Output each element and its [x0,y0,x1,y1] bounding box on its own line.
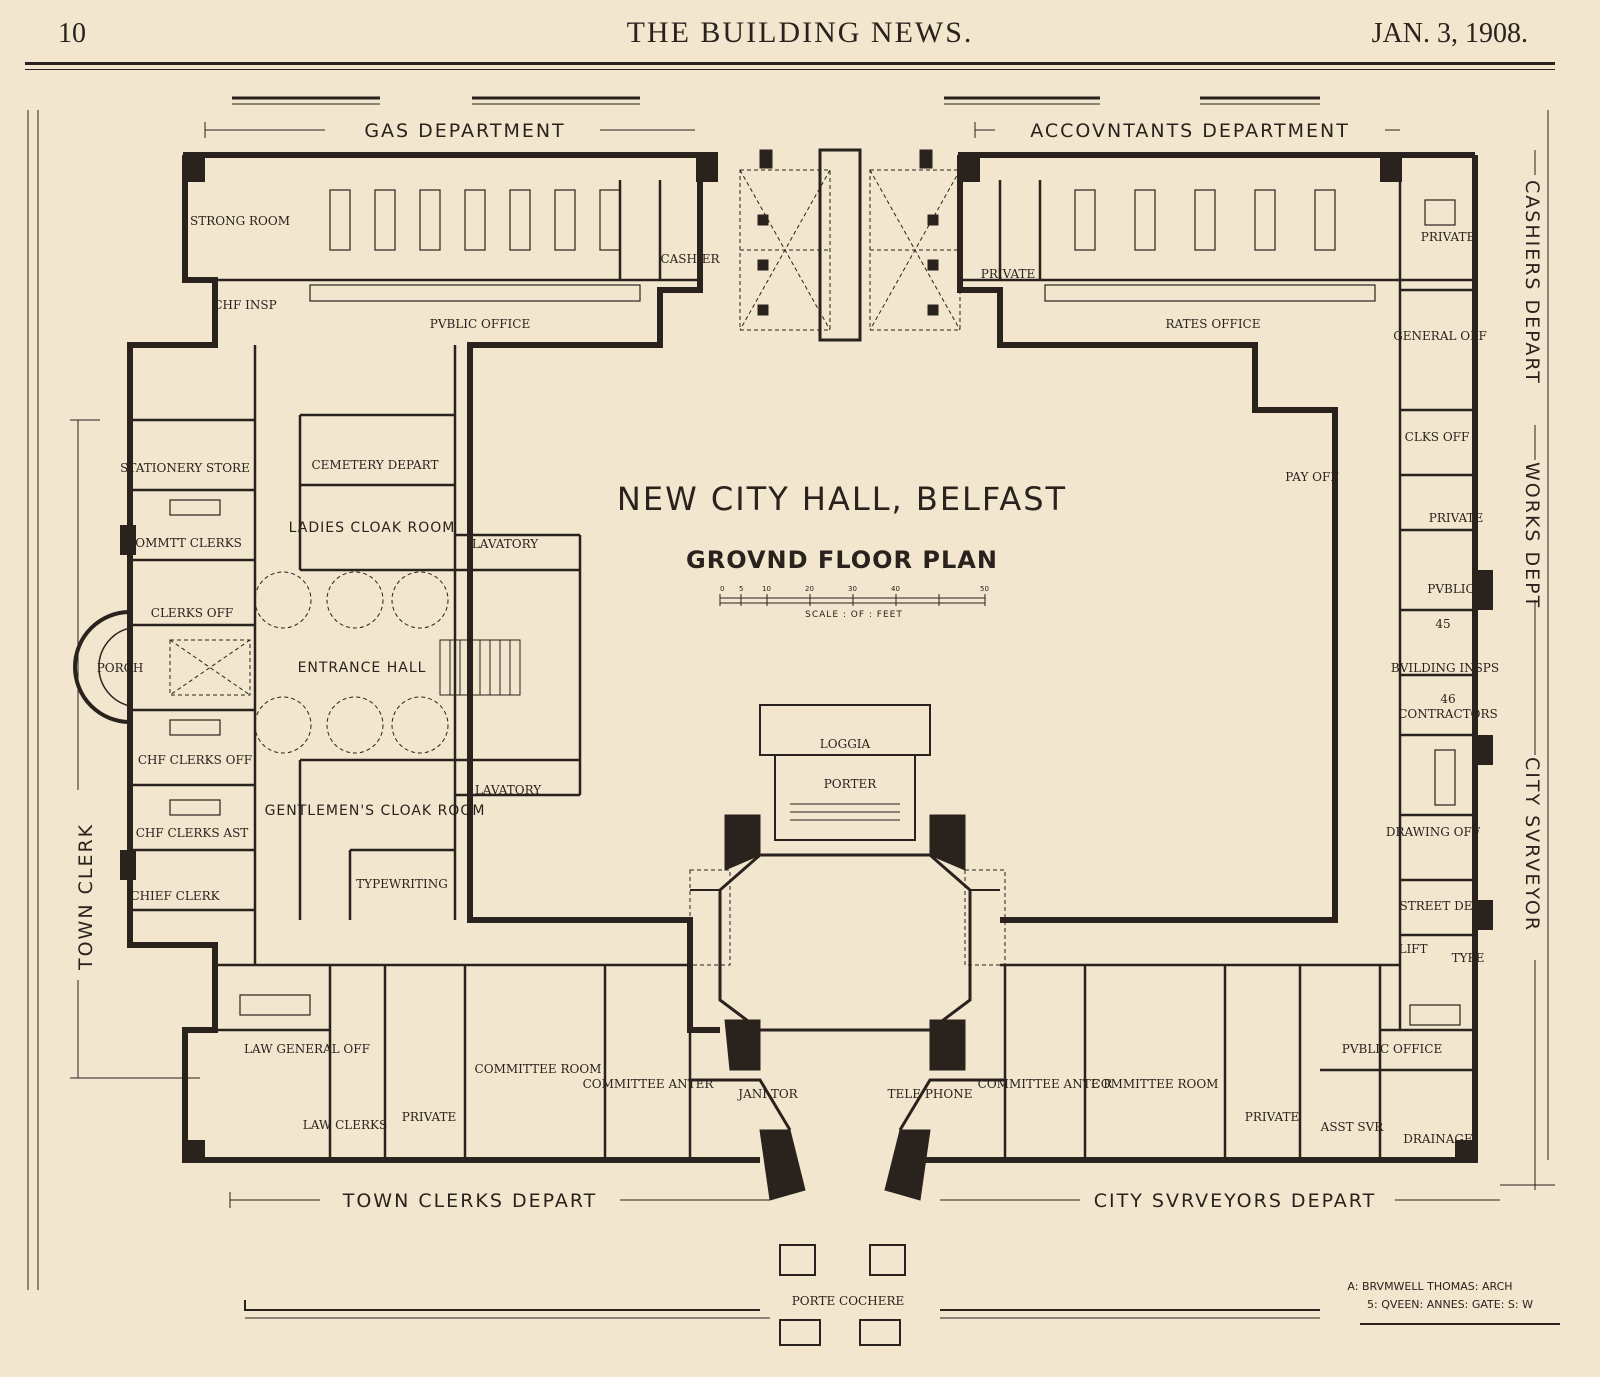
room-law-general-off: LAW GENERAL OFF [244,1042,370,1056]
masthead: 10 THE BUILDING NEWS. JAN. 3, 1908. [0,0,1600,70]
room-cemetery-depart: CEMETERY DEPART [311,458,438,472]
room-public-office-se: PVBLIC OFFICE [1342,1042,1442,1056]
entrance-hall-vaults [169,571,449,754]
room-law-clerks: LAW CLERKS [303,1118,387,1132]
room-strong-room: STRONG ROOM [190,214,290,228]
scale-tick-50: 50 [980,585,989,593]
room-chief-clerk: CHIEF CLERK [130,889,220,903]
room-private-sw: PRIVATE [402,1110,456,1124]
room-building-insps: BVILDING INSPS [1391,661,1499,675]
scale-tick-10: 10 [762,585,771,593]
room-private-se: PRIVATE [1245,1110,1299,1124]
dept-town-clerk: TOWN CLERK [75,823,97,971]
room-lavatory-s: LAVATORY [475,783,542,797]
scale-tick-40: 40 [891,585,900,593]
room-clerks-off: CLERKS OFF [151,606,233,620]
room-clks-off: CLKS OFF [1405,430,1470,444]
central-hall [689,704,1006,1201]
room-street-dep: STREET DEP [1399,899,1480,913]
room-asst-svr: ASST SVR [1320,1120,1385,1134]
room-chief-insp: CHF INSP [213,298,276,312]
room-chf-clerks-off: CHF CLERKS OFF [138,753,252,767]
dept-city-surveyors-depart: CITY SVRVEYORS DEPART [1094,1190,1376,1212]
room-porter: PORTER [824,777,878,791]
room-loggia: LOGGIA [820,737,871,751]
room-general-off: GENERAL OFF [1393,329,1487,343]
room-stationery-store: STATIONERY STORE [120,461,250,475]
room-private-ne: PRIVATE [1421,230,1475,244]
room-pay-off: PAY OFF [1285,470,1338,484]
room-lift: LIFT [1398,942,1427,956]
room-cashier: CASHIER [660,252,720,266]
room-comm-clerks: COMMTT CLERKS [126,536,242,550]
room-46: 46 [1440,692,1455,706]
office-desks [169,189,1461,1026]
masthead-rule-thick [25,62,1555,65]
inner-walls [130,155,1475,1160]
room-gentlemens-cloak: GENTLEMEN'S CLOAK ROOM [265,803,486,819]
masthead-rule-thin [25,69,1555,70]
dept-town-clerks-depart: TOWN CLERKS DEPART [342,1190,598,1212]
room-committee-anter-e: COMMITTEE ANTE R [978,1077,1114,1091]
dept-city-surveyor: CITY SVRVEYOR [1521,757,1543,932]
scale-tick-0: 0 [720,585,724,593]
outer-walls [127,152,1478,1163]
corner-pavilions [120,152,1493,1162]
room-typewriting: TYPEWRITING [356,877,448,891]
room-drainage: DRAINAGE [1403,1132,1473,1146]
room-drawing-off: DRAWING OFF [1386,825,1480,839]
room-porte-cochere: PORTE COCHERE [792,1294,905,1308]
plan-title: NEW CITY HALL, BELFAST [617,480,1067,518]
porch [73,610,131,724]
scale-tick-30: 30 [848,585,857,593]
plan-border [27,96,1560,1325]
room-committee-room-w: COMMITTEE ROOM [475,1062,602,1076]
dept-gas: GAS DEPARTMENT [364,120,565,142]
scale-bar [719,594,986,606]
scale-tick-20: 20 [805,585,814,593]
dept-works: WORKS DEPT [1521,462,1543,609]
room-private-e: PRIVATE [1429,511,1483,525]
scale-label: SCALE : OF : FEET [805,610,903,620]
room-lavatory-n: LAVATORY [472,537,539,551]
room-public-e: PVBLIC [1427,582,1474,596]
dept-accountants: ACCOVNTANTS DEPARTMENT [1030,120,1350,142]
dept-cashiers: CASHIERS DEPART [1521,180,1543,385]
room-committee-anter-w: COMMITTEE ANTER [583,1077,715,1091]
issue-date: JAN. 3, 1908. [1371,18,1528,49]
grand-stair [439,639,521,696]
room-committee-room-e: COMMITTEE ROOM [1092,1077,1219,1091]
room-porch: PORCH [97,661,144,675]
room-ladies-cloak: LADIES CLOAK ROOM [289,520,456,536]
corridor-piers [757,148,939,342]
architect-name: A: BRVMWELL THOMAS: ARCH [1347,1280,1512,1293]
room-rates-office: RATES OFFICE [1165,317,1260,331]
room-telephone: TELE PHONE [888,1087,973,1101]
porte-cochere-piers [779,1244,906,1346]
plan-subtitle: GROVND FLOOR PLAN [686,546,998,574]
room-chf-clerks-ast: CHF CLERKS AST [136,826,249,840]
room-entrance-hall: ENTRANCE HALL [298,660,427,676]
room-private-accountants: PRIVATE [981,267,1035,281]
architect-address: 5: QVEEN: ANNES: GATE: S: W [1367,1298,1533,1311]
scale-tick-5: 5 [739,585,743,593]
room-type: TYPE [1452,951,1485,965]
room-45: 45 [1435,617,1450,631]
room-contractors: CONTRACTORS [1398,707,1498,721]
room-janitor: JANI TOR [736,1087,798,1101]
room-public-office-gas: PVBLIC OFFICE [430,317,530,331]
publication-title: THE BUILDING NEWS. [626,16,974,49]
page-number: 10 [58,18,86,49]
vaulted-corridor [739,169,961,331]
